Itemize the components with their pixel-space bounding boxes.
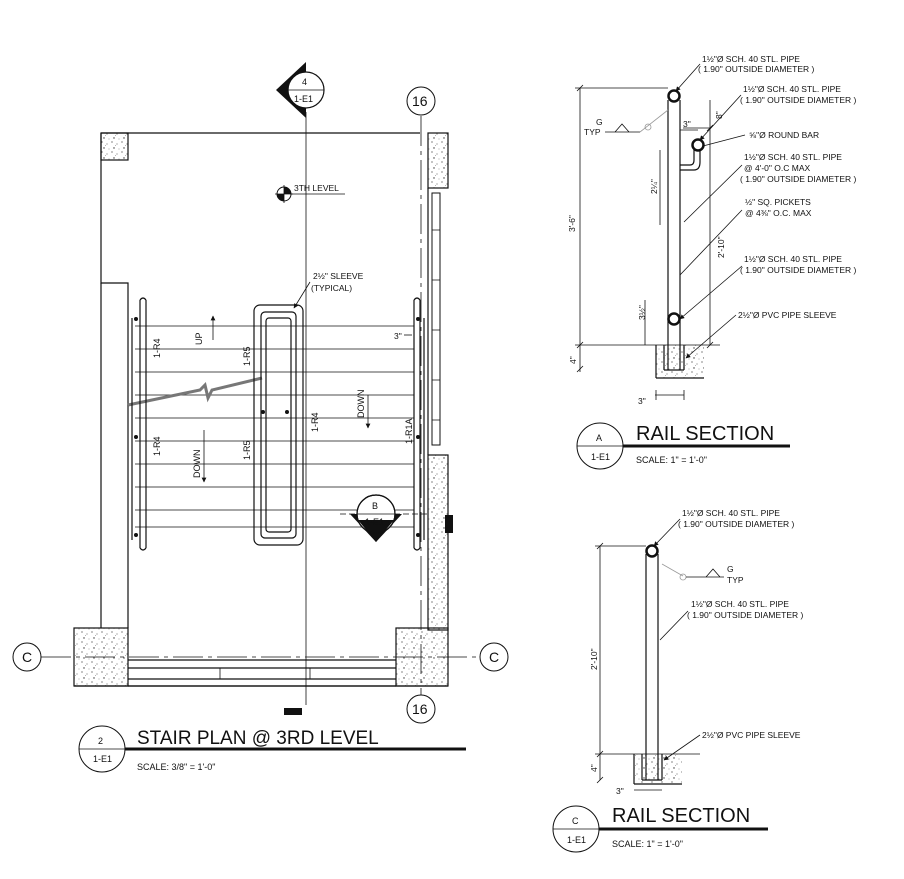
dim-3-bottom-a: 3" xyxy=(638,396,646,406)
right-handrail xyxy=(413,297,425,551)
rail-tag: 1-R5 xyxy=(242,440,252,460)
rail-tags: 1-R4 1-R5 1-R4 1-R5 1-R4 1-R1A xyxy=(152,338,414,460)
svg-text:@ 4'-0" O.C MAX: @ 4'-0" O.C MAX xyxy=(744,163,811,173)
grid-c: C C xyxy=(12,642,509,672)
dim-2-1-4: 2¼" xyxy=(649,179,659,194)
svg-text:( 1.90" OUTSIDE DIAMETER ): ( 1.90" OUTSIDE DIAMETER ) xyxy=(678,519,795,529)
walk-arrows: UP DOWN DOWN xyxy=(192,315,371,483)
section-c-scale: SCALE: 1" = 1'-0" xyxy=(612,839,683,849)
dim-3-1-2: 3½" xyxy=(637,305,647,320)
svg-text:1½"Ø SCH. 40 STL. PIPE: 1½"Ø SCH. 40 STL. PIPE xyxy=(744,254,842,264)
section-4-sheet: 1-E1 xyxy=(294,94,313,104)
plan-title: STAIR PLAN @ 3RD LEVEL xyxy=(137,728,379,749)
dim-3-top: 3" xyxy=(683,119,691,129)
svg-text:1½"Ø SCH. 40 STL. PIPE: 1½"Ø SCH. 40 STL. PIPE xyxy=(743,84,841,94)
up-label: UP xyxy=(194,332,204,345)
svg-text:TYP: TYP xyxy=(584,127,601,137)
section-a-letter: A xyxy=(596,433,602,443)
section-c-dimensions: 2'-10" 4" 3" xyxy=(589,542,662,796)
rail-tag: 1-R4 xyxy=(152,436,162,456)
svg-text:TYP: TYP xyxy=(727,575,744,585)
svg-text:( 1.90" OUTSIDE DIAMETER ): ( 1.90" OUTSIDE DIAMETER ) xyxy=(740,265,857,275)
svg-text:⅝"Ø ROUND BAR: ⅝"Ø ROUND BAR xyxy=(749,130,819,140)
section-a-notes: 1½"Ø SCH. 40 STL. PIPE ( 1.90" OUTSIDE D… xyxy=(675,54,857,359)
plan-title-block: 2 1-E1 STAIR PLAN @ 3RD LEVEL SCALE: 3/8… xyxy=(78,725,466,773)
rail-tag: 1-R4 xyxy=(310,412,320,432)
svg-text:@ 4⅜" O.C. MAX: @ 4⅜" O.C. MAX xyxy=(745,208,812,218)
rail-tag: 1-R4 xyxy=(152,338,162,358)
section-a-sheet: 1-E1 xyxy=(591,452,610,462)
svg-text:½" SQ. PICKETS: ½" SQ. PICKETS xyxy=(745,197,811,207)
svg-text:( 1.90" OUTSIDE DIAMETER ): ( 1.90" OUTSIDE DIAMETER ) xyxy=(698,64,815,74)
stair-walls xyxy=(73,132,453,687)
plan-title-sheet: 1-E1 xyxy=(93,754,112,764)
section-c-title-block: C 1-E1 RAIL SECTION SCALE: 1" = 1'-0" xyxy=(552,805,768,853)
section-c-sheet: 1-E1 xyxy=(567,835,586,845)
section-b-sheet: 1-E1 xyxy=(365,517,384,527)
grid-16: 16 16 xyxy=(406,86,436,724)
right-wall-guardrail xyxy=(431,192,441,446)
svg-text:G: G xyxy=(727,564,734,574)
section-b-letter: B xyxy=(372,501,378,511)
svg-text:( 1.90" OUTSIDE DIAMETER ): ( 1.90" OUTSIDE DIAMETER ) xyxy=(740,174,857,184)
post-c xyxy=(642,544,662,781)
svg-text:G: G xyxy=(596,117,603,127)
section-4-number: 4 xyxy=(302,77,307,87)
svg-text:2½" SLEEVE: 2½" SLEEVE xyxy=(313,271,364,281)
plan-dim-3: 3" xyxy=(394,331,412,341)
section-a-title: RAIL SECTION xyxy=(636,423,774,445)
dim-2-10-c: 2'-10" xyxy=(589,648,599,670)
level-marker: 3TH LEVEL xyxy=(275,183,345,203)
left-handrail xyxy=(131,297,147,551)
svg-text:( 1.90" OUTSIDE DIAMETER ): ( 1.90" OUTSIDE DIAMETER ) xyxy=(740,95,857,105)
grid-16-top-label: 16 xyxy=(412,93,428,109)
dim-3-c: 3" xyxy=(616,786,624,796)
rail-section-c: 2'-10" 4" 3" G TYP 1½"Ø SCH. 40 STL. PIP… xyxy=(552,508,804,853)
section-marker-4: 4 1-E1 xyxy=(276,62,325,118)
svg-text:1½"Ø SCH. 40 STL. PIPE: 1½"Ø SCH. 40 STL. PIPE xyxy=(691,599,789,609)
rail-tag: 1-R1A xyxy=(404,418,414,444)
grid-c-right-label: C xyxy=(489,649,499,665)
plan-scale: SCALE: 3/8" = 1'-0" xyxy=(137,762,215,772)
rail-section-a: 3'-6" 4" 2'-10" 8" 3" 2¼" 3½" 3" G TYP xyxy=(567,54,857,470)
down-label-left: DOWN xyxy=(192,450,202,479)
post-a xyxy=(664,89,705,371)
weld-symbol-a: G TYP xyxy=(584,109,669,137)
svg-text:3": 3" xyxy=(394,331,402,341)
level-tag: 3TH LEVEL xyxy=(294,183,339,193)
sleeve-note: 2½" SLEEVE (TYPICAL) xyxy=(293,271,364,309)
weld-symbol-c: G TYP xyxy=(661,563,744,585)
svg-text:1½"Ø SCH. 40 STL. PIPE: 1½"Ø SCH. 40 STL. PIPE xyxy=(744,152,842,162)
svg-text:1½"Ø SCH. 40 STL. PIPE: 1½"Ø SCH. 40 STL. PIPE xyxy=(682,508,780,518)
section-c-title: RAIL SECTION xyxy=(612,805,750,827)
break-line xyxy=(127,376,263,407)
svg-text:2½"Ø PVC PIPE SLEEVE: 2½"Ø PVC PIPE SLEEVE xyxy=(738,310,837,320)
svg-text:2½"Ø PVC PIPE SLEEVE: 2½"Ø PVC PIPE SLEEVE xyxy=(702,730,801,740)
section-a-dimensions: 3'-6" 4" 2'-10" 8" 3" 2¼" 3½" 3" xyxy=(567,84,726,406)
section-marker-b: B 1-E1 xyxy=(340,494,430,542)
section-a-scale: SCALE: 1" = 1'-0" xyxy=(636,455,707,465)
rail-tag: 1-R5 xyxy=(242,346,252,366)
svg-text:( 1.90" OUTSIDE DIAMETER ): ( 1.90" OUTSIDE DIAMETER ) xyxy=(687,610,804,620)
section-c-letter: C xyxy=(572,816,579,826)
section-a-title-block: A 1-E1 RAIL SECTION SCALE: 1" = 1'-0" xyxy=(576,422,790,470)
stair-plan: 1-R4 1-R5 1-R4 1-R5 1-R4 1-R1A UP DOWN D… xyxy=(12,62,509,773)
dim-4-a: 4" xyxy=(568,356,578,364)
center-handrail xyxy=(253,304,304,546)
grid-16-bottom-label: 16 xyxy=(412,701,428,717)
section-c-notes: 1½"Ø SCH. 40 STL. PIPE ( 1.90" OUTSIDE D… xyxy=(653,508,804,761)
down-label-right: DOWN xyxy=(356,390,366,419)
plan-title-number: 2 xyxy=(98,736,103,746)
grid-c-left-label: C xyxy=(22,649,32,665)
dim-8: 8" xyxy=(714,111,724,119)
dim-2-10: 2'-10" xyxy=(716,236,726,258)
dim-3-6: 3'-6" xyxy=(567,215,577,232)
svg-text:(TYPICAL): (TYPICAL) xyxy=(311,283,352,293)
svg-text:1½"Ø SCH. 40 STL. PIPE: 1½"Ø SCH. 40 STL. PIPE xyxy=(702,54,800,64)
dim-4-c: 4" xyxy=(589,764,599,772)
